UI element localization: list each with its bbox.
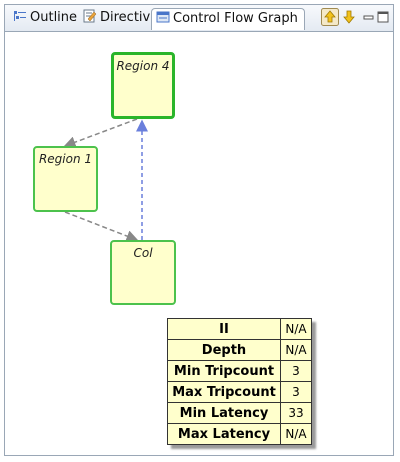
property-value: N/A xyxy=(280,423,312,445)
table-row: Min Tripcount 3 xyxy=(167,360,312,382)
graph-node-region-4[interactable]: Region 4 xyxy=(111,52,175,119)
property-name: Max Latency xyxy=(167,423,281,445)
minimize-icon[interactable] xyxy=(361,9,377,25)
graph-node-label: Col xyxy=(133,246,153,260)
property-name: Min Latency xyxy=(167,402,281,424)
table-row: II N/A xyxy=(167,318,312,340)
property-value: 3 xyxy=(280,381,312,403)
table-row: Min Latency 33 xyxy=(167,402,312,424)
graph-view-icon xyxy=(156,11,170,23)
table-row: Max Tripcount 3 xyxy=(167,381,312,403)
tab-control-flow-graph-label: Control Flow Graph xyxy=(173,11,298,26)
arrow-up-icon[interactable] xyxy=(321,8,339,26)
graph-node-col[interactable]: Col xyxy=(110,240,176,305)
property-value: 33 xyxy=(280,402,312,424)
outline-icon xyxy=(14,11,26,21)
properties-table: II N/A Depth N/A Min Tripcount 3 Max Tri… xyxy=(167,318,312,445)
table-row: Max Latency N/A xyxy=(167,423,312,445)
directive-icon xyxy=(83,9,97,23)
property-name: II xyxy=(167,318,281,340)
property-value: 3 xyxy=(280,360,312,382)
edge-region1-col xyxy=(64,211,139,242)
tab-outline-label: Outline xyxy=(30,10,78,25)
table-row: Depth N/A xyxy=(167,339,312,361)
tab-directive-label: Directive xyxy=(100,10,159,25)
tab-control-flow-graph[interactable]: Control Flow Graph xyxy=(151,8,305,30)
property-value: N/A xyxy=(280,339,312,361)
property-name: Max Tripcount xyxy=(167,381,281,403)
property-value: N/A xyxy=(280,318,312,340)
graph-node-label: Region 4 xyxy=(116,59,170,73)
graph-node-region-1[interactable]: Region 1 xyxy=(33,146,98,212)
property-name: Depth xyxy=(167,339,281,361)
tab-directive[interactable]: Directive xyxy=(79,8,158,30)
graph-canvas: Region 4 Region 1 Col II N/A Depth N/A M… xyxy=(5,32,393,455)
control-flow-graph-view: Outline Directive Control Flow Graph xyxy=(4,4,394,456)
tab-outline[interactable]: Outline xyxy=(9,8,77,30)
graph-edges xyxy=(63,118,148,242)
view-tab-bar: Outline Directive Control Flow Graph xyxy=(5,5,393,32)
graph-node-label: Region 1 xyxy=(38,152,93,166)
edge-region4-region1 xyxy=(63,118,138,148)
arrow-down-icon[interactable] xyxy=(341,9,357,25)
maximize-icon[interactable] xyxy=(375,9,391,25)
property-name: Min Tripcount xyxy=(167,360,281,382)
